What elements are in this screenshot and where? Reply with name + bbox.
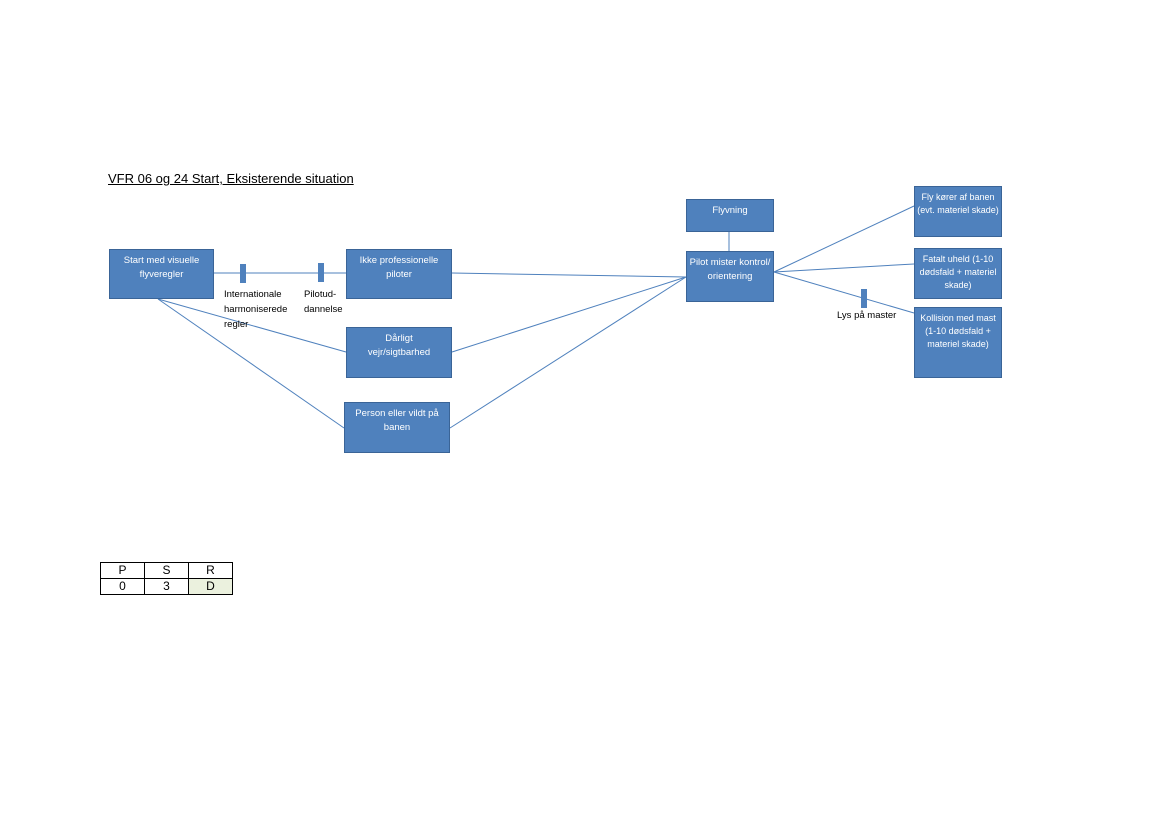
barrier-int-regler-marker — [240, 264, 246, 283]
link-pilot-kores-af — [773, 205, 915, 273]
node-kollision-mast: Kollision med mast (1-10 dødsfald + mate… — [914, 307, 1002, 378]
node-start: Start med visuelle flyveregler — [109, 249, 214, 299]
node-pilot-mister: Pilot mister kontrol/orientering — [686, 251, 774, 302]
barrier-int-regler-label: Internationale harmoniserede regler — [224, 289, 288, 330]
barrier-pilotud-marker — [318, 263, 324, 282]
link-pilot-fatalt — [773, 263, 915, 273]
node-fatalt-uheld: Fatalt uheld (1-10 dødsfald + materiel s… — [914, 248, 1002, 299]
node-darligt-vejr: Dårligt vejr/sigtbarhed — [346, 327, 452, 378]
link-start-person-vildt — [157, 298, 345, 429]
barrier-pilotud-label: Pilotud-dannelse — [304, 289, 343, 315]
link-start-darligt-vejr — [157, 298, 347, 353]
psr-value-r: D — [188, 578, 233, 595]
node-ikke-prof: Ikke professionelle piloter — [346, 249, 452, 299]
psr-value-row: 0 3 D — [100, 578, 233, 595]
barrier-lys-master-label: Lys på master — [837, 310, 897, 321]
psr-header-r: R — [188, 562, 233, 579]
node-kores-af-banen-label: Fly kører af banen (evt. materiel skade) — [917, 192, 999, 215]
psr-table: P S R 0 3 D — [100, 562, 233, 595]
barrier-lys-master-marker — [861, 289, 867, 308]
link-pilot-kollision — [773, 271, 915, 314]
node-flyvning: Flyvning — [686, 199, 774, 232]
node-fatalt-uheld-label: Fatalt uheld (1-10 dødsfald + materiel s… — [919, 254, 997, 290]
node-person-vildt-label: Person eller vildt på banen — [355, 408, 439, 433]
link-darligt-vejr-pilot — [451, 276, 687, 353]
psr-header-row: P S R — [100, 562, 233, 579]
psr-value-p: 0 — [100, 578, 145, 595]
node-start-label: Start med visuelle flyveregler — [123, 255, 200, 280]
psr-value-s: 3 — [144, 578, 189, 595]
node-kores-af-banen: Fly kører af banen (evt. materiel skade) — [914, 186, 1002, 237]
node-ikke-prof-label: Ikke professionelle piloter — [359, 255, 439, 280]
diagram-title: VFR 06 og 24 Start, Eksisterende situati… — [108, 171, 354, 186]
psr-header-p: P — [100, 562, 145, 579]
node-kollision-mast-label: Kollision med mast (1-10 dødsfald + mate… — [920, 313, 996, 349]
psr-header-s: S — [144, 562, 189, 579]
node-person-vildt: Person eller vildt på banen — [344, 402, 450, 453]
node-flyvning-label: Flyvning — [712, 205, 748, 216]
node-pilot-mister-label: Pilot mister kontrol/orientering — [689, 257, 771, 282]
link-ikke-prof-pilot — [451, 272, 687, 278]
node-darligt-vejr-label: Dårligt vejr/sigtbarhed — [367, 333, 431, 358]
link-person-vildt-pilot — [449, 276, 687, 429]
